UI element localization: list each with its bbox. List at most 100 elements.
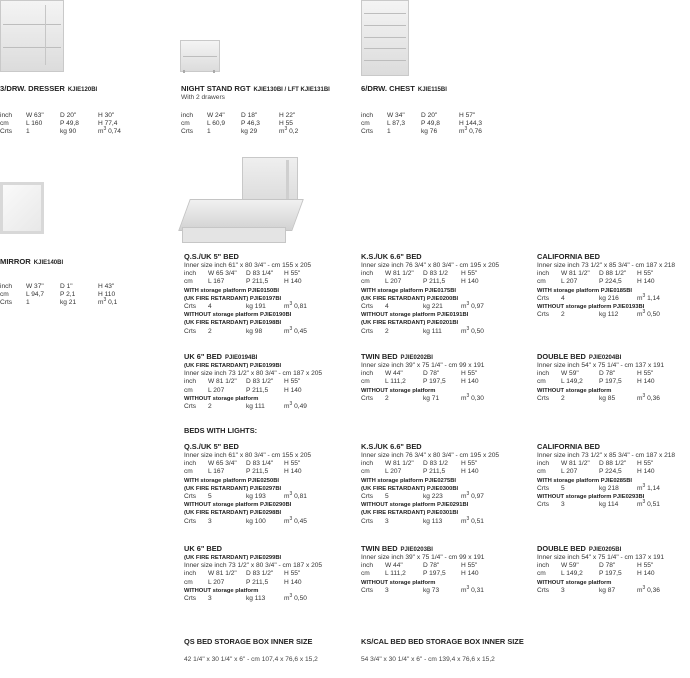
- spec-cell: L 207: [385, 278, 402, 286]
- spec-cell: inch: [537, 370, 550, 378]
- spec-cell: 4: [208, 302, 212, 310]
- spec-cell: Crts: [361, 517, 374, 525]
- spec-cell: W 81 1/2": [385, 460, 414, 468]
- spec-cell: kg 113: [246, 594, 266, 602]
- platform-code-line: (UK FIRE RETARDANT) PJIE0199BI: [184, 363, 282, 369]
- spec-cell: inch: [184, 460, 197, 468]
- spec-cell: cm: [181, 120, 190, 127]
- spec-cell: W 65 3/4": [208, 270, 237, 278]
- spec-cell: D 83 1/4": [246, 460, 274, 468]
- spec-cell: cm: [537, 570, 546, 578]
- ks-storage-box-size: 54 3/4" x 30 1/4" x 6" - cm 139,4 x 76,6…: [361, 656, 495, 663]
- spec-cell: W 81 1/2": [385, 270, 414, 278]
- spec-cell: D 78": [599, 370, 616, 378]
- spec-cell: m3 0,81: [284, 300, 307, 310]
- spec-cell: inch: [184, 270, 197, 278]
- spec-cell: cm: [361, 468, 370, 476]
- platform-code-line: WITHOUT storage platform: [537, 387, 612, 394]
- platform-code-line: WITH storage platform PJIE0275BI: [361, 477, 457, 484]
- platform-code-line: WITH storage platform PJIE0250BI: [184, 477, 280, 484]
- spec-cell: H 55": [284, 460, 301, 468]
- spec-cell: 3: [208, 517, 212, 525]
- platform-code-line: WITH storage platform PJIE0150BI: [184, 287, 280, 294]
- spec-cell: 3: [385, 586, 389, 594]
- spec-cell: 3: [208, 594, 212, 602]
- spec-cell: 2: [385, 327, 389, 335]
- bed-title: CALIFORNIA BED: [537, 252, 600, 261]
- spec-cell: Crts: [361, 586, 374, 594]
- spec-cell: inch: [361, 460, 374, 468]
- spec-cell: H 77,4: [98, 120, 118, 127]
- platform-code-line: WITHOUT storage platform PJIE0191BI: [361, 312, 469, 319]
- spec-cell: cm: [361, 570, 370, 578]
- spec-cell: H 55": [637, 370, 654, 378]
- spec-cell: m3 0,81: [284, 490, 307, 500]
- spec-cell: W 65 3/4": [208, 460, 237, 468]
- spec-cell: 2: [385, 394, 389, 402]
- spec-cell: W 59": [561, 370, 579, 378]
- inner-size-line: Inner size inch 73 1/2" x 80 3/4" - cm 1…: [184, 370, 323, 378]
- spec-cell: P 197,5: [423, 378, 446, 386]
- qs-storage-box-size: 42 1/4" x 30 1/4" x 6" - cm 107,4 x 76,6…: [184, 656, 318, 663]
- spec-cell: kg 76: [421, 128, 438, 135]
- spec-cell: Crts: [181, 128, 194, 135]
- spec-cell: kg 90: [60, 128, 77, 135]
- spec-cell: H 140: [637, 570, 655, 578]
- spec-cell: Crts: [361, 302, 374, 310]
- spec-cell: m3 0,51: [637, 498, 660, 509]
- bed-title: UK 6" BED: [184, 544, 222, 553]
- spec-cell: P 211,5: [423, 468, 446, 476]
- spec-cell: m3 1,14: [637, 292, 660, 302]
- platform-code-line: (UK FIRE RETARDANT) PJIE0201BI: [361, 320, 459, 327]
- platform-code-line: WITHOUT storage platform: [184, 395, 259, 402]
- mirror-image: [0, 182, 48, 238]
- spec-cell: H 140: [461, 378, 479, 386]
- spec-cell: L 160: [26, 120, 43, 127]
- spec-cell: L 87,3: [387, 120, 406, 127]
- bed-title: CALIFORNIA BED: [537, 442, 600, 451]
- spec-cell: inch: [537, 562, 550, 570]
- spec-cell: H 57": [459, 112, 476, 119]
- inner-size-line: Inner size inch 39" x 75 1/4" - cm 99 x …: [361, 362, 485, 369]
- spec-cell: inch: [184, 378, 197, 386]
- spec-cell: 2: [208, 327, 212, 335]
- spec-cell: m3 0,45: [284, 325, 307, 335]
- spec-cell: H 110: [98, 291, 116, 298]
- spec-cell: P 211,5: [246, 468, 269, 476]
- spec-cell: H 55": [637, 460, 654, 468]
- inner-size-line: Inner size inch 73 1/2" x 85 3/4" - cm 1…: [537, 452, 676, 459]
- spec-cell: Crts: [0, 299, 13, 306]
- spec-cell: kg 98: [246, 327, 263, 335]
- spec-cell: inch: [537, 270, 550, 278]
- spec-cell: cm: [361, 378, 370, 386]
- spec-cell: W 44": [385, 370, 403, 378]
- spec-cell: m3 0,50: [637, 308, 660, 319]
- platform-code-line: WITH storage platform PJIE0185BI: [537, 287, 633, 294]
- spec-cell: H 55": [461, 460, 478, 468]
- spec-cell: 2: [561, 394, 565, 402]
- platform-code-line: (UK FIRE RETARDANT) PJIE0300BI: [361, 485, 459, 492]
- spec-cell: Crts: [184, 302, 197, 310]
- spec-cell: m3 0,50: [284, 592, 307, 602]
